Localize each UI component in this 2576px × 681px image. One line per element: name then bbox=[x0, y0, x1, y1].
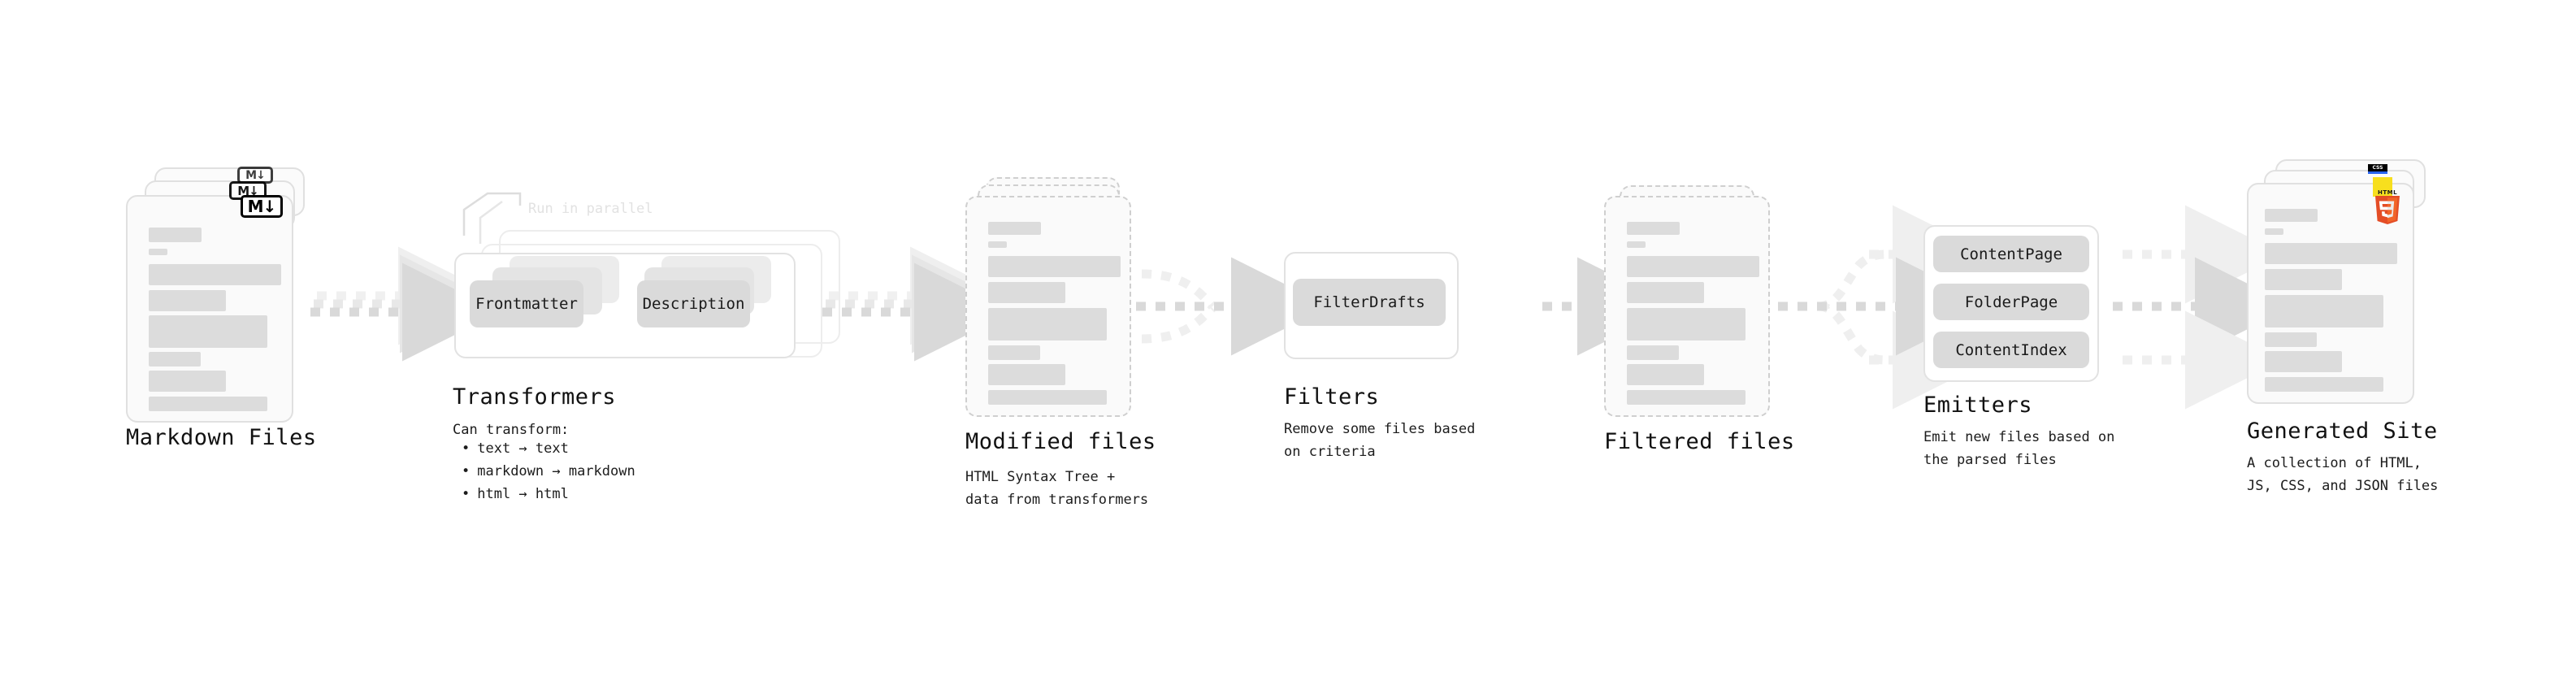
connector-modified-to-filters bbox=[1136, 257, 1329, 356]
stage-title-transformers: Transformers bbox=[453, 384, 617, 410]
doc-line bbox=[149, 397, 267, 411]
doc-line bbox=[1627, 390, 1746, 405]
doc-line bbox=[2265, 243, 2397, 264]
doc-line bbox=[988, 364, 1065, 385]
doc-line bbox=[1627, 308, 1746, 340]
doc-line bbox=[988, 256, 1121, 277]
doc-line bbox=[2265, 228, 2283, 235]
stage-title-markdown-files: Markdown Files bbox=[126, 425, 317, 450]
run-in-parallel-label: Run in parallel bbox=[528, 201, 653, 217]
doc-line bbox=[2265, 332, 2317, 347]
doc-line bbox=[1627, 256, 1759, 277]
doc-line bbox=[149, 352, 201, 367]
doc-line bbox=[149, 264, 281, 285]
doc-line bbox=[988, 390, 1107, 405]
connector-emitters-to-site bbox=[2113, 205, 2293, 410]
emitter-pill-contentpage[interactable]: ContentPage bbox=[1933, 236, 2089, 272]
doc-line bbox=[149, 249, 167, 255]
doc-line bbox=[1627, 222, 1680, 235]
stage-title-filtered-files: Filtered files bbox=[1604, 429, 1795, 454]
emitters-subtitle: Emit new files based on the parsed files bbox=[1923, 429, 2115, 469]
doc-line bbox=[1627, 241, 1646, 248]
javascript-icon bbox=[2373, 177, 2392, 197]
markdown-icon: M↓ bbox=[237, 167, 273, 184]
stage-title-generated-site: Generated Site bbox=[2247, 419, 2438, 444]
doc-line bbox=[1627, 345, 1679, 360]
transformer-pill-description[interactable]: Description bbox=[637, 280, 750, 327]
doc-line bbox=[149, 228, 202, 242]
stage-title-filters: Filters bbox=[1284, 384, 1380, 410]
doc-line bbox=[2265, 269, 2342, 290]
markdown-icon: M↓ bbox=[241, 195, 283, 218]
connector-filtered-to-emitters bbox=[1778, 205, 1994, 410]
transformer-pill-frontmatter[interactable]: Frontmatter bbox=[470, 280, 583, 327]
list-item: markdown → markdown bbox=[462, 460, 635, 483]
doc-line bbox=[988, 345, 1040, 360]
markdown-card-front bbox=[126, 195, 293, 423]
transformers-bullet-list: text → text markdown → markdown html → h… bbox=[462, 437, 635, 505]
filtered-card-front bbox=[1604, 196, 1770, 417]
doc-line bbox=[2265, 351, 2342, 372]
stage-title-emitters: Emitters bbox=[1923, 393, 2033, 418]
emitter-pill-folderpage[interactable]: FolderPage bbox=[1933, 284, 2089, 320]
filter-pill-filterdrafts[interactable]: FilterDrafts bbox=[1293, 279, 1446, 326]
doc-line bbox=[149, 315, 267, 348]
html5-icon: HTML bbox=[2374, 189, 2401, 225]
doc-line bbox=[988, 241, 1007, 248]
connector-md-to-transformers bbox=[310, 246, 501, 362]
filters-subtitle: Remove some files based on criteria bbox=[1284, 421, 1476, 461]
doc-line bbox=[2265, 209, 2318, 222]
doc-line bbox=[1627, 282, 1704, 303]
emitter-pill-contentindex[interactable]: ContentIndex bbox=[1933, 332, 2089, 368]
html5-shield-icon bbox=[2375, 196, 2400, 224]
doc-line bbox=[149, 290, 226, 311]
doc-line bbox=[2265, 377, 2383, 392]
generated-site-subtitle: A collection of HTML, JS, CSS, and JSON … bbox=[2247, 455, 2439, 495]
modified-files-subtitle: HTML Syntax Tree + data from transformer… bbox=[965, 469, 1149, 509]
doc-line bbox=[1627, 364, 1704, 385]
css-icon: CSS bbox=[2368, 164, 2387, 175]
transformers-subtitle: Can transform: bbox=[453, 422, 570, 438]
modified-card-front bbox=[965, 196, 1131, 417]
doc-line bbox=[988, 308, 1107, 340]
stage-title-modified-files: Modified files bbox=[965, 429, 1156, 454]
doc-line bbox=[149, 371, 226, 392]
list-item: html → html bbox=[462, 483, 635, 505]
doc-line bbox=[988, 222, 1041, 235]
doc-line bbox=[2265, 295, 2383, 327]
doc-line bbox=[988, 282, 1065, 303]
list-item: text → text bbox=[462, 437, 635, 460]
